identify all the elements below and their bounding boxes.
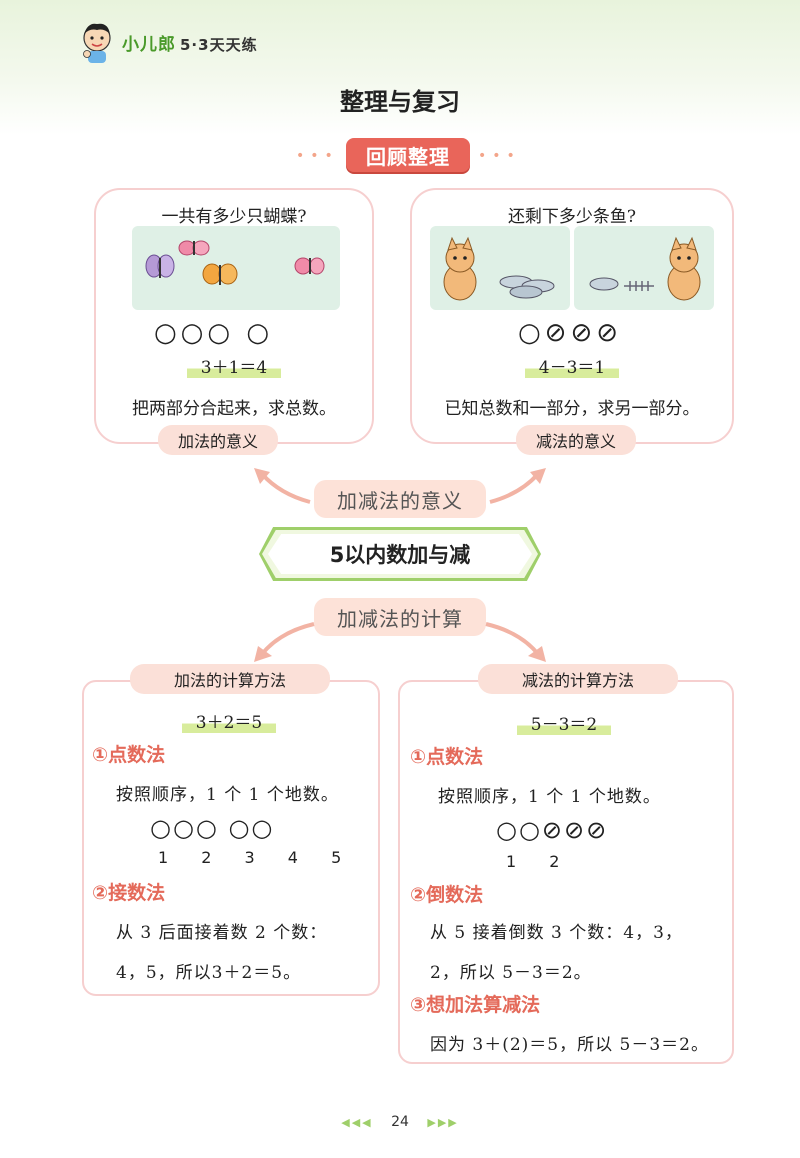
- addition-number-row: 1 2 3 4 5: [158, 848, 356, 867]
- page-footer: ◀◀◀ 24 ▶▶▶: [0, 1114, 800, 1130]
- topic-title: 5以内数加与减: [268, 534, 532, 574]
- meaning-center-label: 加减法的意义: [314, 480, 486, 518]
- subtraction-method-3-line1: 因为 3＋(2)＝5，所以 5－3＝2。: [430, 1035, 709, 1055]
- mascot-icon: [83, 23, 111, 63]
- equation-text: 3＋2＝5: [181, 708, 277, 733]
- equation: 3＋1＝4: [96, 353, 372, 378]
- card-description: 把两部分合起来，求总数。: [132, 399, 336, 419]
- addition-method-2-line1: 从 3 后面接着数 2 个数：: [116, 923, 328, 943]
- card-question: 还剩下多少条鱼?: [507, 207, 637, 227]
- meaning-arrows-icon: [254, 468, 546, 504]
- page-number: 24: [391, 1114, 409, 1130]
- cat-fish-icon: [443, 236, 555, 301]
- circle-row: ○○○ ○: [154, 318, 274, 348]
- card-question: 一共有多少只蝴蝶?: [161, 207, 307, 227]
- right-arrows-icon: ▶▶▶: [427, 1116, 459, 1129]
- equation-text: 5－3＝2: [516, 710, 612, 735]
- left-arrows-icon: ◀◀◀: [341, 1116, 373, 1129]
- addition-meaning-card: 一共有多少只蝴蝶? ○○○ ○: [94, 188, 374, 444]
- addition-method-ribbon: 加法的计算方法: [130, 664, 330, 694]
- addition-method-1-title: ①点数法: [92, 744, 166, 766]
- subtraction-method-3-title: ③想加法算减法: [410, 994, 541, 1016]
- subtraction-method-2-line1: 从 5 接着倒数 3 个数：4，3，: [430, 923, 683, 943]
- subtraction-number-row: 1 2: [506, 852, 574, 871]
- circle-row: ○⊘⊘⊘: [518, 318, 623, 348]
- subtraction-meaning-card: 还剩下多少条鱼? ○⊘⊘⊘ 4－3＝1 已知总数和一部: [410, 188, 734, 444]
- header-band: [0, 0, 800, 135]
- cat-scene-right: [574, 226, 714, 310]
- subtraction-method-card: [398, 680, 734, 1064]
- subtraction-method-2-title: ②倒数法: [410, 884, 484, 906]
- addition-circle-row: ○○○ ○○: [150, 814, 275, 842]
- page-title: 整理与复习: [340, 88, 460, 116]
- addition-equation: 3＋2＝5: [82, 708, 376, 733]
- calc-center-label: 加减法的计算: [314, 598, 486, 636]
- subtraction-method-1-text: 按照顺序，1 个 1 个地数。: [438, 787, 661, 807]
- card-description: 已知总数和一部分，求另一部分。: [444, 399, 700, 419]
- subtraction-meaning-ribbon: 减法的意义: [516, 425, 637, 455]
- addition-method-2-title: ②接数法: [92, 882, 166, 904]
- equation: 4－3＝1: [412, 353, 732, 378]
- addition-meaning-ribbon: 加法的意义: [158, 425, 279, 455]
- butterfly-scene: [132, 226, 340, 310]
- addition-method-2-line2: 4，5，所以3＋2＝5。: [116, 963, 302, 983]
- cat-bones-icon: [589, 236, 701, 301]
- subtraction-circle-row: ○○⊘⊘⊘: [496, 816, 609, 844]
- subtraction-equation: 5－3＝2: [398, 710, 730, 735]
- decor-dots-left: •••: [296, 148, 339, 164]
- equation-text: 3＋1＝4: [186, 353, 282, 378]
- calc-arrows-icon: [254, 622, 546, 662]
- section-label: 回顾整理: [346, 138, 470, 172]
- series-name: 5·3天天练: [180, 35, 258, 54]
- subtraction-method-1-title: ①点数法: [410, 746, 484, 768]
- subtraction-method-2-line2: 2，所以 5－3＝2。: [430, 963, 592, 983]
- decor-dots-right: •••: [478, 148, 521, 164]
- equation-text: 4－3＝1: [524, 353, 620, 378]
- addition-method-1-text: 按照顺序，1 个 1 个地数。: [116, 785, 339, 805]
- butterfly-icon: [145, 240, 325, 285]
- cat-scene-left: [430, 226, 570, 310]
- subtraction-method-ribbon: 减法的计算方法: [478, 664, 678, 694]
